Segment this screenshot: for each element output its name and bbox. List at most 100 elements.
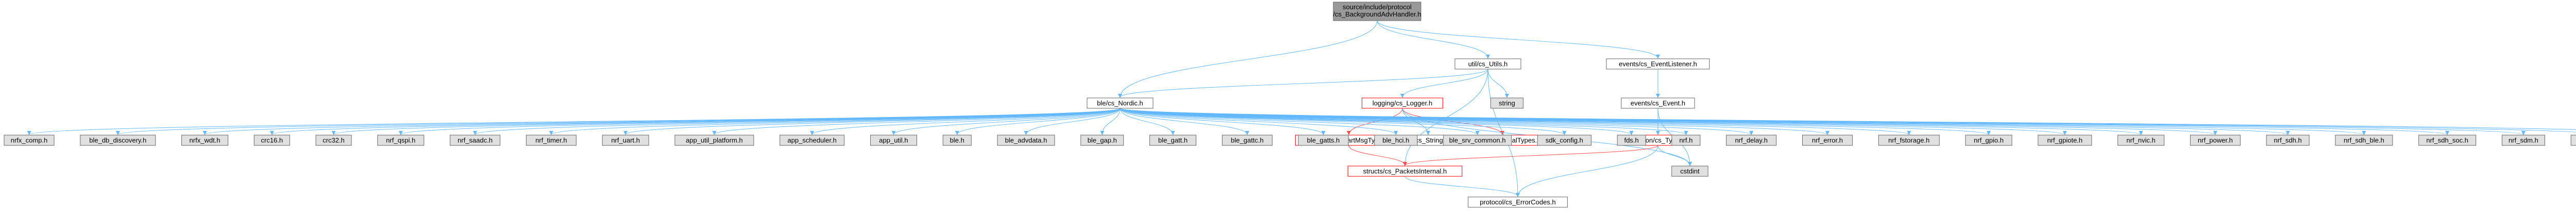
node-box [315, 135, 352, 146]
edge-root-to-ble_nordic [1118, 20, 1378, 98]
node-box [1802, 135, 1853, 146]
edge-uartmsg-to-packetsinternal [1348, 145, 1407, 166]
node-n17: ble_gatts.h [1298, 135, 1349, 146]
node-label: nrf_sdh_ble.h [2344, 137, 2384, 144]
node-n2: nrfx_wdt.h [181, 135, 229, 146]
node-box [1965, 135, 2012, 146]
node-errorcodes[interactable]: protocol/cs_ErrorCodes.h [1468, 196, 1568, 208]
node-box [1149, 135, 1197, 146]
node-label: util/cs_Utils.h [1468, 60, 1508, 68]
node-n24: nrf_error.h [1802, 135, 1853, 146]
node-n25: nrf_fstorage.h [1878, 135, 1940, 146]
node-n13: ble_advdata.h [997, 135, 1055, 146]
node-n22: nrf.h [1671, 135, 1701, 146]
node-n8: nrf_uart.h [602, 135, 649, 146]
node-string: string [1490, 97, 1524, 109]
node-label: fds.h [1624, 137, 1639, 144]
edge-ble_nordic-to-n7 [549, 108, 1121, 135]
node-box [1080, 135, 1124, 146]
node-n11: app_util.h [870, 135, 917, 146]
node-box [1333, 2, 1421, 21]
node-box [2418, 135, 2477, 146]
node-evlistener[interactable]: events/cs_EventListener.h [1606, 58, 1710, 70]
node-label: ble_db_discovery.h [89, 137, 146, 144]
edge-ble_nordic-to-n20 [1120, 108, 1567, 135]
node-root[interactable]: source/include/protocol/cs_BackgroundAdv… [1333, 2, 1421, 21]
node-label: ble_gatts.h [1307, 137, 1340, 144]
node-label: nrfx_wdt.h [190, 137, 221, 144]
node-box [1537, 135, 1591, 146]
node-box [1617, 135, 1646, 146]
edge-ble_nordic-to-n14 [1100, 108, 1121, 135]
edge-ble_nordic-to-n13 [1024, 108, 1121, 135]
node-box [1621, 97, 1695, 109]
node-label: source/include/protocol [1343, 3, 1412, 11]
node-n21: fds.h [1617, 135, 1646, 146]
edge-commontypes-to-errorcodes [1516, 145, 1658, 197]
node-logger[interactable]: logging/cs_Logger.h [1362, 97, 1443, 109]
node-box [2266, 135, 2310, 146]
node-box [1454, 58, 1521, 70]
node-box [2038, 135, 2092, 146]
edge-ble_nordic-to-n21 [1120, 108, 1634, 135]
edge-ble_nordic-to-n16 [1120, 108, 1249, 135]
edge-util-to-string [1487, 69, 1509, 98]
node-box [1298, 135, 1349, 146]
edge-ble_nordic-to-n15 [1120, 108, 1175, 135]
node-box [1671, 135, 1701, 146]
node-event[interactable]: events/cs_Event.h [1621, 97, 1695, 109]
node-label: nrfx_comp.h [11, 137, 48, 144]
node-n12: ble.h [942, 135, 972, 146]
node-box [80, 135, 156, 146]
node-label: nrf_delay.h [1735, 137, 1768, 144]
node-box [1087, 97, 1154, 109]
edge-commontypes-to-packetsinternal [1403, 145, 1658, 166]
node-box [526, 135, 577, 146]
node-box [4, 135, 55, 146]
node-box [2117, 135, 2165, 146]
node-label: app_util_platform.h [686, 137, 743, 144]
node-n19: ble_srv_common.h [1443, 135, 1512, 146]
node-n15: ble_gatt.h [1149, 135, 1197, 146]
edge-logger-to-strings [1402, 108, 1430, 135]
node-box [674, 135, 754, 146]
node-label: cstdint [1680, 168, 1700, 175]
node-label: sdk_config.h [1546, 137, 1583, 144]
node-label: nrf_power.h [2198, 137, 2233, 144]
node-box [2501, 135, 2545, 146]
node-label: ble_gatt.h [1158, 137, 1188, 144]
node-n32: nrf_sdh_soc.h [2418, 135, 2477, 146]
edge-ble_nordic-to-n25 [1120, 108, 1911, 135]
node-box [2190, 135, 2241, 146]
edge-ble_nordic-to-n17 [1120, 108, 1326, 135]
edge-ble_nordic-to-n5 [399, 108, 1121, 135]
node-box [1362, 97, 1443, 109]
node-label: /cs_BackgroundAdvHandler.h [1333, 10, 1421, 18]
node-label: nrf_sdm.h [2509, 137, 2538, 144]
node-util[interactable]: util/cs_Utils.h [1454, 58, 1521, 70]
node-label: nrf_sdh.h [2274, 137, 2302, 144]
node-box [1726, 135, 1777, 146]
node-n20: sdk_config.h [1537, 135, 1591, 146]
node-ble_nordic[interactable]: ble/cs_Nordic.h [1087, 97, 1154, 109]
node-packetsinternal[interactable]: structs/cs_PacketsInternal.h [1347, 166, 1463, 177]
edge-logger-to-serialtypes [1402, 108, 1504, 135]
node-box [1606, 58, 1710, 70]
edge-ble_nordic-to-n8 [623, 108, 1121, 135]
node-n0: nrfx_comp.h [4, 135, 55, 146]
edge-ble_nordic-to-n10 [810, 108, 1121, 135]
node-label: protocol/cs_ErrorCodes.h [1480, 199, 1555, 206]
nodes-layer: source/include/protocol/cs_BackgroundAdv… [4, 2, 2576, 208]
node-box [450, 135, 501, 146]
node-box [1347, 166, 1463, 177]
node-box [942, 135, 972, 146]
node-label: nrf_gpio.h [1974, 137, 2004, 144]
node-box [2570, 135, 2576, 146]
node-label: logging/cs_Logger.h [1372, 100, 1432, 107]
node-n5: nrf_qspi.h [377, 135, 425, 146]
edge-util-to-logger [1400, 69, 1488, 98]
node-n26: nrf_gpio.h [1965, 135, 2012, 146]
node-label: ble_hci.h [1382, 137, 1409, 144]
